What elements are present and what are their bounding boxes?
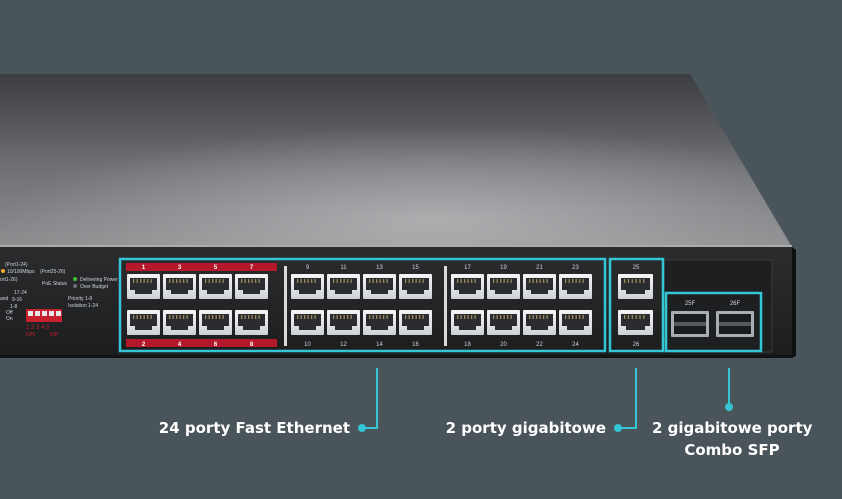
sfp-slot[interactable] [671,311,709,337]
rj45-port[interactable] [559,274,592,299]
rj45-port[interactable] [327,310,360,335]
rj45-port[interactable] [363,274,396,299]
led-label: 17-24 [14,290,27,296]
sfp-ports: 25F 26F [671,301,754,337]
led-label: Over Budget [80,284,109,290]
sfp-port-label: 26F [730,301,741,307]
dip-switch[interactable]: 1 2 3 4 5 ION DIP [26,309,62,338]
callout-fast-ethernet-text: 24 porty Fast Ethernet [158,419,350,437]
led-label: 1-8 [10,304,17,310]
port-number: 19 [500,265,507,271]
highlight-sfp [664,291,763,353]
led-label: Delivering Power [80,277,118,283]
led-label: PoE Status [42,281,68,287]
leader-lines [362,368,730,429]
rj45-port[interactable] [399,274,432,299]
gigabit-port[interactable] [618,274,653,299]
dip-numbers: 1 2 3 4 5 [26,325,50,331]
rj45-port[interactable] [487,310,520,335]
led-amber [73,284,77,288]
highlight-gigabit [608,257,665,353]
rj45-port[interactable] [327,274,360,299]
port-number: 4 [178,342,182,348]
led-label: Priority 1-8 [68,296,92,302]
port-number: 18 [464,342,471,348]
port-number: 6 [214,342,218,348]
port-number: 11 [340,265,347,271]
rj45-port[interactable] [399,310,432,335]
port-number: 12 [340,342,347,348]
port-number: 24 [572,342,579,348]
rj45-port[interactable] [199,310,232,335]
dip-label: DIP [50,332,59,338]
poe-strip-top [126,263,277,271]
led-label: (Port1-24) [5,262,28,268]
callout-sfp-line2: Combo SFP [684,441,780,459]
port-number: 10 [304,342,311,348]
port-number: 22 [536,342,543,348]
callout-sfp-line1: 2 gigabitowe porty [652,419,813,437]
rj45-port[interactable] [451,310,484,335]
dip-on-label: ION [26,332,35,338]
led-label: ort1-26) [0,277,18,283]
leader-dot [358,424,366,432]
led-label: 9-16 [12,297,22,303]
fast-ethernet-ports [127,266,592,346]
callout-sfp: 2 gigabitowe porty Combo SFP [652,417,812,461]
callout-fast-ethernet: 24 porty Fast Ethernet [159,417,350,439]
rj45-port[interactable] [451,274,484,299]
led-status-area: (Port1-24) 10/100Mbps (Port25-26) ort1-2… [0,262,118,322]
rj45-port[interactable] [363,310,396,335]
rj45-port[interactable] [163,274,196,299]
port-number: 13 [376,265,383,271]
highlight-fast-ethernet [118,257,607,353]
led-label: On [6,316,13,322]
port-number: 7 [250,265,254,271]
poe-strip-bottom [126,339,277,347]
callout-gigabit-text: 2 porty gigabitowe [445,419,606,437]
port-number: 5 [214,265,218,271]
rj45-port[interactable] [291,274,324,299]
rj45-port[interactable] [523,274,556,299]
rj45-port[interactable] [199,274,232,299]
port-number: 8 [250,342,254,348]
callout-gigabit: 2 porty gigabitowe [446,417,606,439]
port-number: 16 [412,342,419,348]
leader-dot [725,403,733,411]
leader-dot [614,424,622,432]
led-label: and [0,296,9,302]
rj45-port[interactable] [235,274,268,299]
port-number: 23 [572,265,579,271]
port-number: 1 [142,265,146,271]
led-label: (Port25-26) [40,269,66,275]
rj45-port[interactable] [559,310,592,335]
gigabit-port[interactable] [618,310,653,335]
port-number: 9 [306,265,310,271]
sfp-port-label: 25F [685,301,696,307]
port-number: 3 [178,265,182,271]
port-number: 2 [142,342,146,348]
rj45-port[interactable] [235,310,268,335]
led-label: 10/100Mbps [7,269,35,275]
port-number: 17 [464,265,471,271]
rj45-port[interactable] [127,274,160,299]
rj45-port[interactable] [163,310,196,335]
port-number: 15 [412,265,419,271]
rj45-port[interactable] [523,310,556,335]
rj45-port[interactable] [127,310,160,335]
rj45-port[interactable] [291,310,324,335]
sfp-slot[interactable] [716,311,754,337]
port-number: 20 [500,342,507,348]
port-number: 25 [633,265,640,271]
port-number: 21 [536,265,543,271]
port-number: 14 [376,342,383,348]
rj45-port[interactable] [487,274,520,299]
gigabit-ports: 25 26 [618,265,653,348]
led-label: Off [6,310,13,316]
port-number: 26 [633,342,640,348]
led-label: Isolation 1-24 [68,303,98,309]
led-green [73,277,77,281]
